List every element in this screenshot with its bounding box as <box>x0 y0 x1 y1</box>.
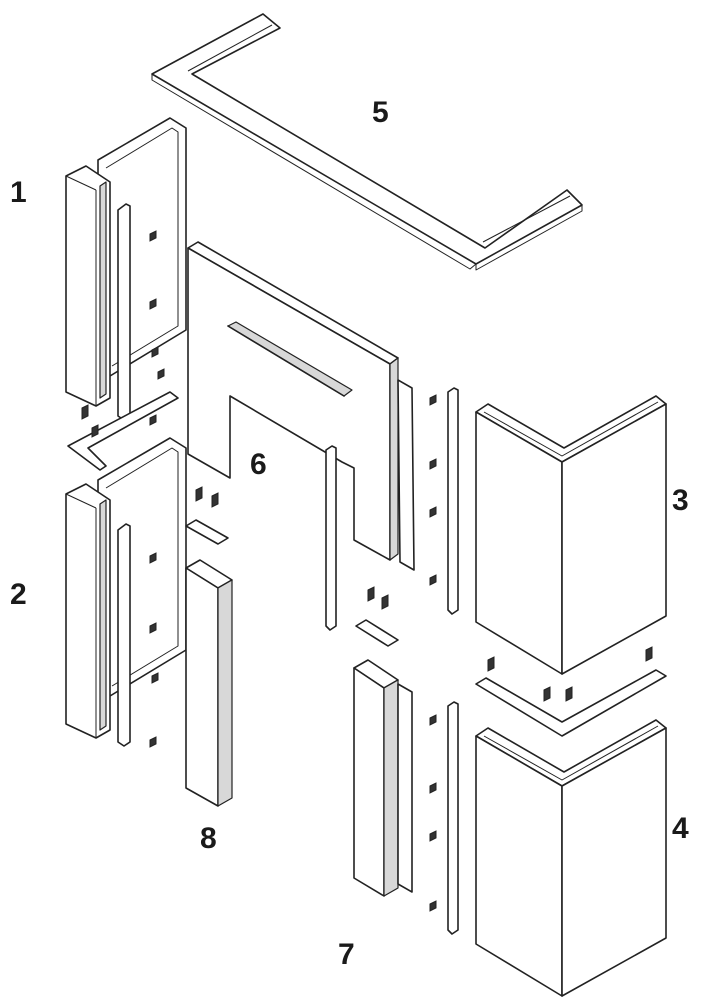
callout-7: 7 <box>338 938 355 971</box>
part-6-center-panel <box>187 241 399 631</box>
callout-1: 1 <box>10 176 27 209</box>
upper-right-trim-strips <box>397 379 459 615</box>
callout-5: 5 <box>372 96 389 129</box>
callout-6: 6 <box>250 448 267 481</box>
part-1-upper-left-frame <box>65 117 187 421</box>
part-8-narrow-pilaster <box>185 559 233 807</box>
part-4-lower-right-corner <box>475 719 667 997</box>
part-3-upper-right-corner <box>475 395 667 675</box>
callout-8: 8 <box>200 822 217 855</box>
part-2-lower-left-frame <box>65 437 187 748</box>
connector-bracket-left <box>67 391 179 471</box>
part-7-lower-pilaster <box>353 659 459 935</box>
connector-plate-center <box>185 486 229 545</box>
connector-bracket-right <box>475 646 667 737</box>
connector-plate-right <box>355 586 399 647</box>
callout-4: 4 <box>672 812 689 845</box>
callout-3: 3 <box>672 484 689 517</box>
callout-2: 2 <box>10 578 27 611</box>
part-5-top-shelf <box>151 13 583 271</box>
